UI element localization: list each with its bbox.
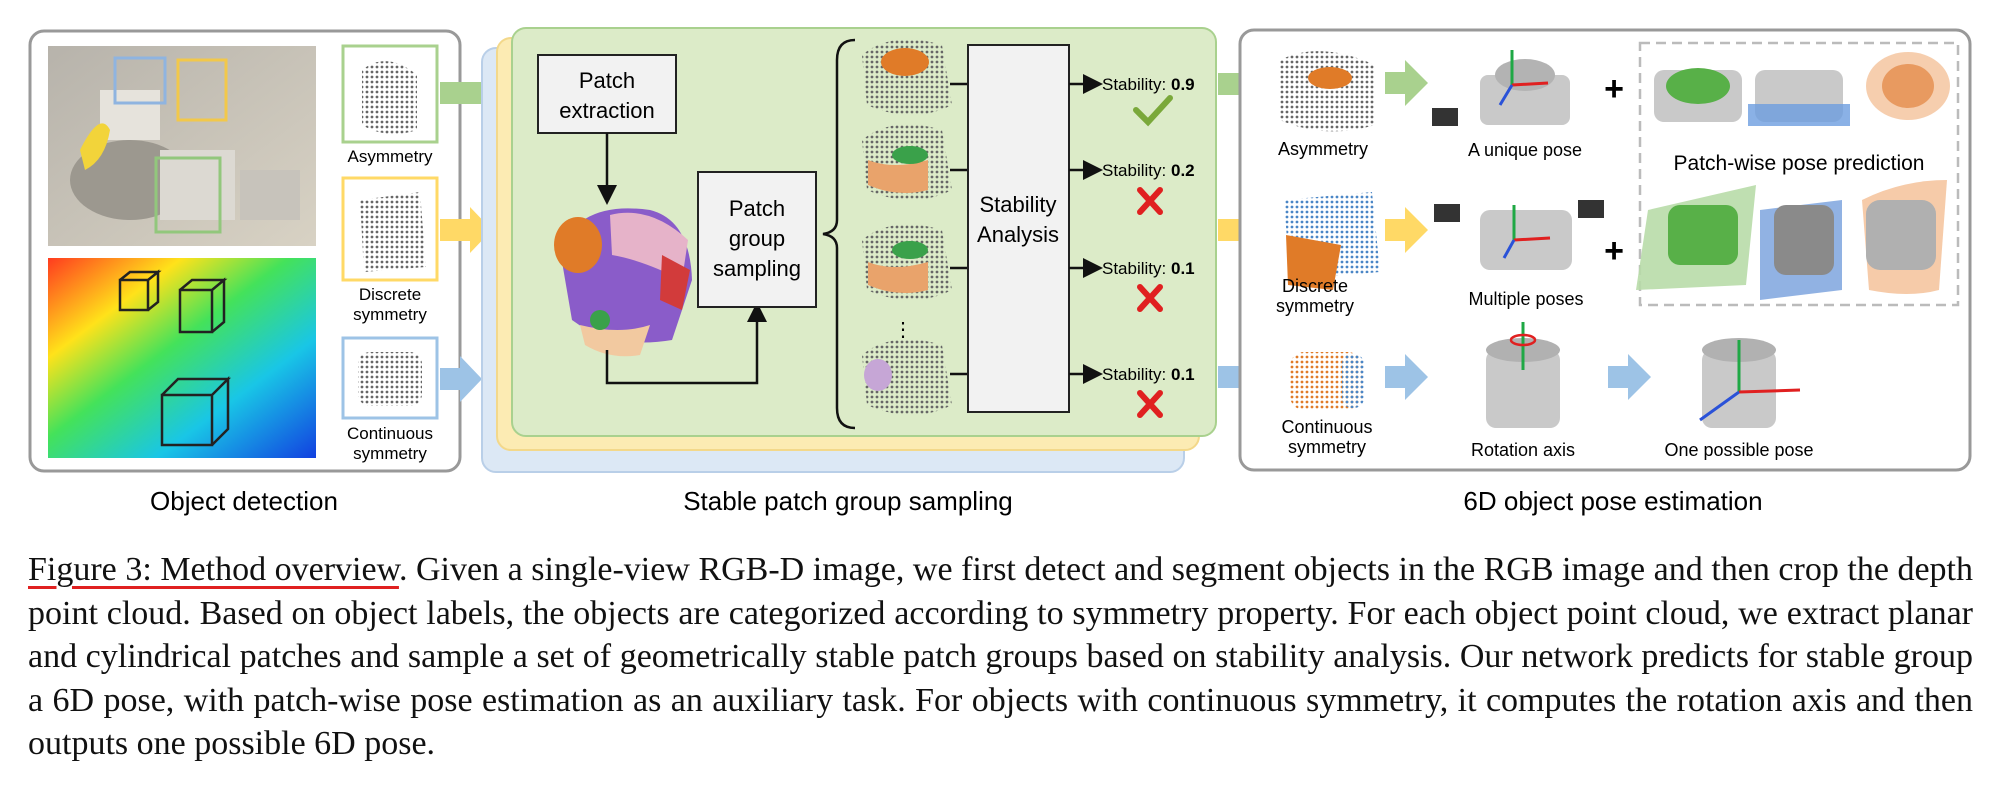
- cont-arrow-4: [1608, 354, 1651, 400]
- stability-analysis-label-1: Stability: [979, 192, 1056, 217]
- pose-discrete-label-2: symmetry: [1276, 296, 1354, 316]
- pose-asymmetry-label: Asymmetry: [1278, 139, 1368, 159]
- plus-1: +: [1604, 70, 1624, 108]
- stability-value-1: 0.9: [1171, 75, 1195, 94]
- object-rotation-axis: [1486, 322, 1560, 428]
- det-label-discrete-2: symmetry: [353, 305, 427, 324]
- camera-icon-left: [1434, 204, 1460, 222]
- object-unique-pose: [1480, 50, 1570, 125]
- patch-extraction-label-2: extraction: [559, 98, 654, 123]
- pose-continuous-label: Continuous: [1281, 417, 1372, 437]
- patch-group-label-1: Patch: [729, 196, 785, 221]
- camera-icon: [1432, 108, 1458, 126]
- rgb-image: [48, 46, 316, 246]
- asym-cloud: [1280, 51, 1375, 132]
- object-multiple-poses: [1480, 205, 1572, 270]
- multiple-poses-label: Multiple poses: [1468, 289, 1583, 309]
- cross-icon-3: [1137, 390, 1163, 418]
- segmented-point-cloud: [554, 208, 692, 357]
- patch-group-label-3: sampling: [713, 256, 801, 281]
- stability-row-4: Stability: 0.1: [1102, 365, 1195, 384]
- stability-value-3: 0.1: [1171, 259, 1195, 278]
- pose-discrete-label: Discrete: [1282, 276, 1348, 296]
- patch-extraction-label-1: Patch: [579, 68, 635, 93]
- cont-arrow-1: [440, 356, 482, 402]
- rotation-axis-label: Rotation axis: [1471, 440, 1575, 460]
- sampled-group-2: [862, 124, 952, 200]
- det-label-discrete: Discrete: [359, 285, 421, 304]
- disc-arrow-1: [440, 207, 492, 253]
- object-one-possible-pose: [1699, 338, 1801, 428]
- stability-row-2: Stability: 0.2: [1102, 161, 1195, 180]
- cont-arrow-3: [1385, 354, 1428, 400]
- detection-title: Object detection: [150, 486, 338, 516]
- stability-analysis-label-2: Analysis: [977, 222, 1059, 247]
- disc-arrow-3: [1385, 207, 1428, 253]
- caption-label: Figure 3: Method overview: [28, 551, 399, 588]
- method-overview-figure: Asymmetry Discrete symmetry Continuous s…: [28, 27, 1972, 516]
- figure-caption: Figure 3: Method overview. Given a singl…: [28, 548, 1973, 766]
- det-label-continuous-2: symmetry: [353, 444, 427, 463]
- det-label-asymmetry: Asymmetry: [348, 147, 434, 166]
- stability-value-2: 0.2: [1171, 161, 1195, 180]
- cross-icon-1: [1137, 187, 1163, 215]
- camera-icon-right: [1578, 200, 1604, 218]
- pose-estimation-panel: Asymmetry A unique pose + Patch-wise pos…: [1238, 28, 1972, 516]
- unique-pose-label: A unique pose: [1468, 140, 1582, 160]
- sampling-title: Stable patch group sampling: [683, 486, 1013, 516]
- sampled-group-4: [862, 339, 952, 415]
- stability-value-4: 0.1: [1171, 365, 1195, 384]
- pose-continuous-label-2: symmetry: [1288, 437, 1366, 457]
- asym-arrow-3: [1385, 60, 1428, 106]
- more-groups-ellipsis: ⋮: [893, 319, 913, 341]
- stability-row-1: Stability: 0.9: [1102, 75, 1195, 94]
- patchwise-label: Patch-wise pose prediction: [1674, 152, 1925, 175]
- patch-group-label-2: group: [729, 226, 785, 251]
- depth-image: [48, 258, 316, 458]
- check-icon: [1133, 95, 1173, 127]
- plus-2: +: [1604, 232, 1624, 270]
- caption-text: . Given a single-view RGB-D image, we fi…: [28, 551, 1974, 762]
- object-detection-panel: Asymmetry Discrete symmetry Continuous s…: [28, 29, 462, 516]
- sampled-group-3: [862, 224, 952, 300]
- pose-title: 6D object pose estimation: [1463, 486, 1762, 516]
- cross-icon-2: [1137, 284, 1163, 312]
- stable-patch-group-sampling-panel: Patch extraction Patch group sampling: [481, 27, 1217, 516]
- one-pose-label: One possible pose: [1664, 440, 1813, 460]
- stability-row-3: Stability: 0.1: [1102, 259, 1195, 278]
- sampled-group-1: [862, 39, 952, 115]
- det-label-continuous: Continuous: [347, 424, 433, 443]
